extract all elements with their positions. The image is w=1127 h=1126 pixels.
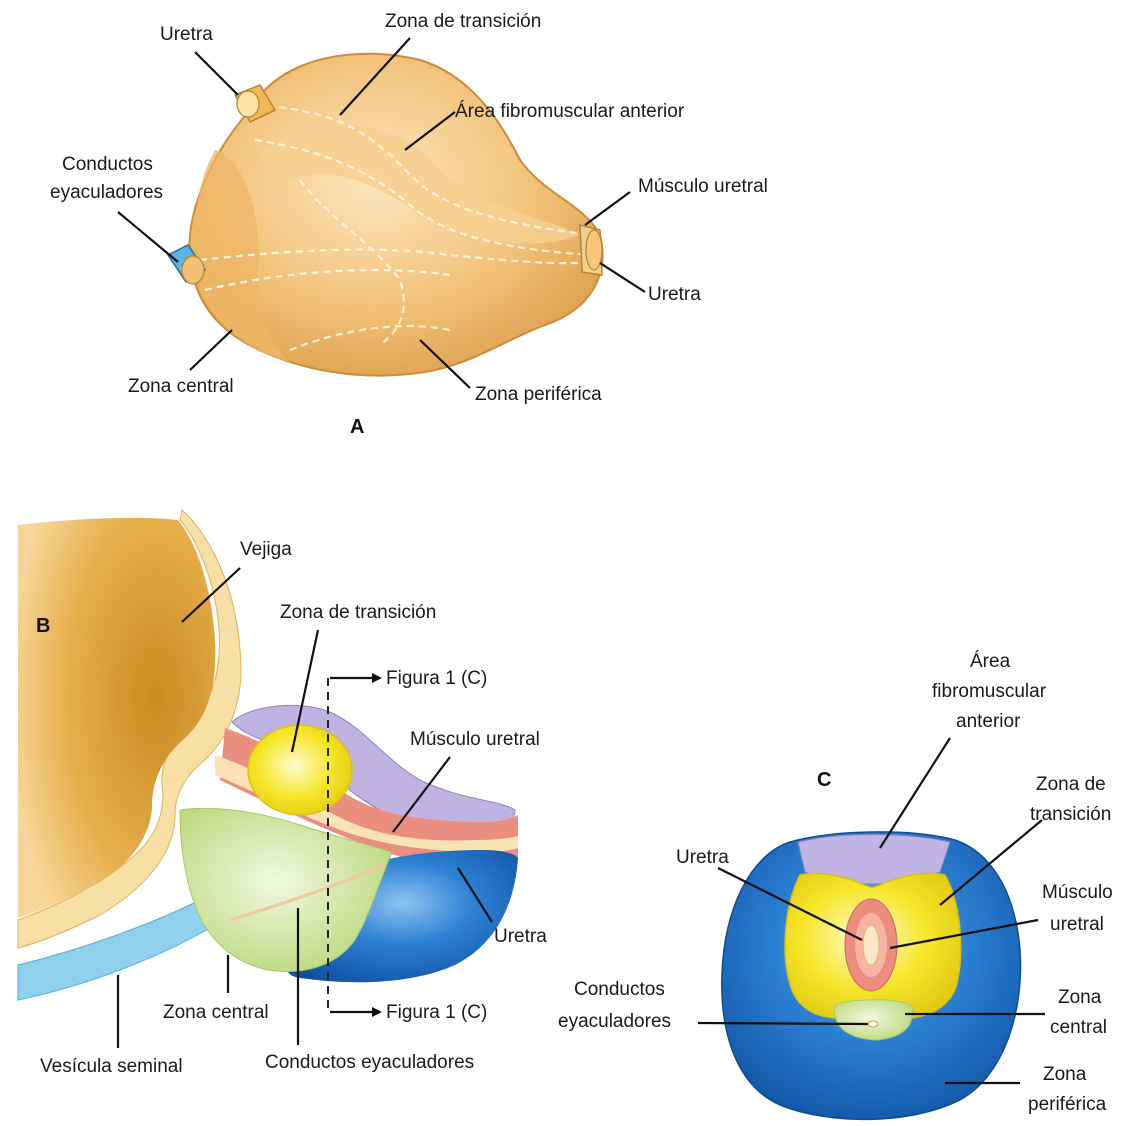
panel-a-letter: A [350, 416, 364, 438]
arrowhead-b-figura-bottom [372, 1007, 382, 1017]
label-c-musculo-2: uretral [1050, 914, 1104, 935]
label-c-zona-transicion-2: transición [1030, 804, 1111, 825]
label-b-zona-transicion: Zona de transición [280, 602, 436, 623]
label-a-zona-transicion: Zona de transición [385, 11, 541, 32]
label-b-uretra: Uretra [494, 926, 547, 947]
label-c-area-3: anterior [956, 711, 1021, 732]
label-a-area-fibromuscular: Área fibromuscular anterior [455, 101, 685, 122]
label-a-uretra-top: Uretra [160, 24, 213, 45]
label-b-figura-top: Figura 1 (C) [386, 668, 487, 689]
label-c-conductos-1: Conductos [574, 979, 665, 1000]
leader-a-zona-central [190, 330, 232, 370]
panel-a: Uretra Zona de transición Área fibromusc… [50, 11, 768, 438]
label-a-zona-periferica: Zona periférica [475, 384, 602, 405]
panel-c-urethra [863, 925, 879, 965]
label-a-conductos-1: Conductos [62, 154, 153, 175]
leader-a-uretra-top [195, 52, 238, 95]
label-c-musculo-1: Músculo [1042, 882, 1113, 903]
leader-a-conductos [118, 212, 178, 262]
panel-b-transition-zone [248, 725, 352, 815]
label-b-conductos-eyaculadores: Conductos eyaculadores [265, 1052, 474, 1073]
label-c-area-2: fibromuscular [932, 681, 1047, 702]
label-b-musculo-uretral: Músculo uretral [410, 729, 540, 750]
label-c-area-1: Área [970, 651, 1011, 672]
panel-b-letter: B [36, 615, 50, 637]
leader-c-conductos [698, 1023, 868, 1024]
panel-c-ejaculatory-duct [868, 1021, 878, 1027]
label-a-conductos-2: eyaculadores [50, 182, 163, 203]
label-c-zona-central-1: Zona [1058, 987, 1102, 1008]
label-c-zona-periferica-1: Zona [1043, 1064, 1087, 1085]
panel-b: B Vejiga Zona de transición Figura 1 (C)… [18, 510, 547, 1077]
panel-c-letter: C [817, 769, 831, 791]
label-c-zona-central-2: central [1050, 1017, 1107, 1038]
label-c-uretra: Uretra [676, 847, 729, 868]
label-c-conductos-2: eyaculadores [558, 1011, 671, 1032]
label-c-zona-periferica-2: periférica [1028, 1094, 1107, 1115]
label-b-figura-bottom: Figura 1 (C) [386, 1002, 487, 1023]
label-b-zona-central: Zona central [163, 1002, 269, 1023]
label-b-vesicula-seminal: Vesícula seminal [40, 1056, 183, 1077]
label-a-musculo-uretral: Músculo uretral [638, 176, 768, 197]
label-b-vejiga: Vejiga [240, 539, 292, 560]
leader-a-uretra-right [600, 263, 645, 292]
panel-a-ejaculatory-ducts-opening [182, 256, 204, 284]
label-c-zona-transicion-1: Zona de [1036, 774, 1106, 795]
panel-c: C Área fibromuscular anterior Zona de tr… [558, 651, 1113, 1119]
panel-a-urethra-top-opening [237, 91, 259, 117]
leader-c-area [880, 738, 950, 848]
label-a-uretra-right: Uretra [648, 284, 701, 305]
leader-a-musculo-uretral [585, 192, 630, 225]
arrowhead-b-figura-top [372, 673, 382, 683]
label-a-zona-central: Zona central [128, 376, 234, 397]
